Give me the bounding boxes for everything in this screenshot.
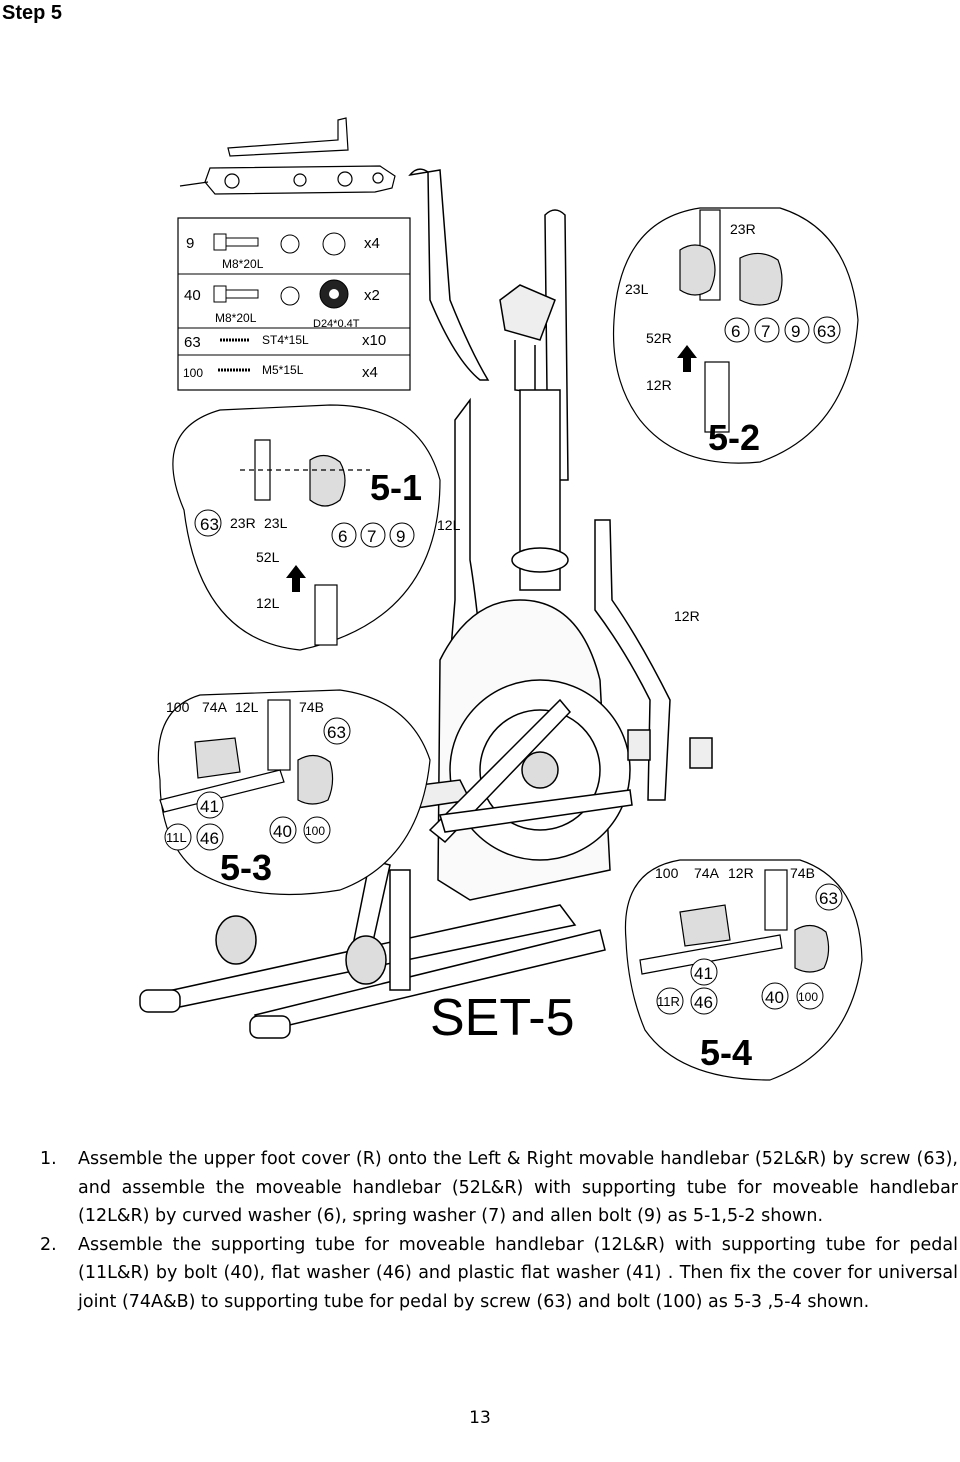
inset-5-4-label: 40 bbox=[765, 988, 784, 1007]
wrench-icon bbox=[179, 165, 396, 195]
inset-5-2-label: 63 bbox=[817, 322, 836, 341]
part-spec-100: M5*15L bbox=[262, 363, 304, 377]
part-num-40: 40 bbox=[184, 287, 201, 304]
part-spec-40: M8*20L bbox=[215, 311, 257, 325]
inset-5-4: 5-4 100 74A 12R 74B 63 41 11R 46 40 100 bbox=[624, 859, 863, 1081]
instruction-item-1: 1. Assemble the upper foot cover (R) ont… bbox=[40, 1145, 958, 1231]
inset-5-3-label: 63 bbox=[327, 723, 346, 742]
instruction-text: Assemble the supporting tube for moveabl… bbox=[78, 1234, 958, 1312]
part-qty-9: x4 bbox=[364, 235, 380, 252]
bolt-9-icon bbox=[213, 233, 259, 251]
inset-5-1-label: 52L bbox=[256, 549, 280, 565]
elliptical-machine-drawing bbox=[139, 168, 713, 1039]
bolt-40-icon bbox=[213, 285, 259, 303]
part-num-100: 100 bbox=[183, 366, 203, 380]
inset-5-3-label: 74B bbox=[299, 699, 324, 715]
inset-5-1-label: 9 bbox=[396, 527, 405, 546]
inset-5-3-label: 74A bbox=[202, 699, 228, 715]
part-spec-9: M8*20L bbox=[222, 257, 264, 271]
hex-key-icon bbox=[227, 117, 349, 157]
part-qty-40: x2 bbox=[364, 287, 380, 304]
instruction-number: 2. bbox=[40, 1234, 57, 1255]
inset-5-2-label: 7 bbox=[761, 322, 770, 341]
inset-5-4-label: 41 bbox=[694, 964, 713, 983]
up-arrow-icon bbox=[286, 565, 306, 592]
instruction-number: 1. bbox=[40, 1149, 57, 1169]
inset-5-2-label: 23R bbox=[730, 221, 756, 237]
inset-5-2-title: 5-2 bbox=[708, 417, 760, 458]
main-label-12r: 12R bbox=[674, 608, 700, 624]
inset-5-1-label: 23R bbox=[230, 515, 256, 531]
inset-5-2-label: 52R bbox=[646, 330, 672, 346]
inset-5-4-title: 5-4 bbox=[700, 1032, 752, 1073]
inset-5-3-label: 40 bbox=[273, 822, 292, 841]
inset-5-1-label: 12L bbox=[256, 595, 280, 611]
inset-5-4-label: 63 bbox=[819, 889, 838, 908]
inset-5-2-label: 9 bbox=[791, 322, 800, 341]
inset-5-1: 5-1 63 23R 23L 52L 6 7 9 12L bbox=[172, 404, 441, 651]
part-qty-63: x10 bbox=[362, 332, 386, 349]
inset-5-3: 5-3 100 74A 12L 74B 63 41 11L 46 40 100 bbox=[157, 689, 431, 896]
part-spec-63: ST4*15L bbox=[262, 333, 309, 347]
inset-5-1-label: 6 bbox=[338, 527, 347, 546]
inset-5-4-label: 74A bbox=[694, 865, 720, 881]
inset-5-3-label: 11L bbox=[166, 830, 187, 845]
inset-5-4-label: 100 bbox=[655, 865, 679, 881]
inset-5-4-label: 46 bbox=[694, 993, 713, 1012]
set-label: SET-5 bbox=[430, 989, 575, 1047]
inset-5-2-label: 23L bbox=[625, 281, 649, 297]
inset-5-3-title: 5-3 bbox=[220, 847, 272, 888]
instruction-text: Assemble the upper foot cover (R) onto t… bbox=[78, 1149, 958, 1226]
inset-5-3-label: 46 bbox=[200, 829, 219, 848]
up-arrow-icon bbox=[677, 345, 697, 372]
instructions: 1. Assemble the upper foot cover (R) ont… bbox=[40, 1145, 958, 1316]
curved-washer-icon bbox=[280, 234, 300, 254]
inset-5-3-label: 100 bbox=[166, 699, 190, 715]
inset-5-3-label: 41 bbox=[200, 797, 219, 816]
inset-5-4-label: 12R bbox=[728, 865, 754, 881]
inset-5-4-label: 100 bbox=[798, 990, 818, 1004]
inset-5-2: 5-2 23R 23L 52R 6 7 9 63 12R bbox=[612, 207, 859, 464]
inset-5-1-title: 5-1 bbox=[370, 467, 422, 508]
inset-5-3-label: 12L bbox=[235, 699, 259, 715]
part-num-9: 9 bbox=[186, 235, 194, 252]
inset-5-4-label: 74B bbox=[790, 865, 815, 881]
spring-washer-icon bbox=[322, 232, 346, 256]
assembly-diagram: 9 M8*20L x4 40 M8*20L D24*0.4T x2 63 ST4… bbox=[139, 117, 863, 1081]
inset-5-1-label: 63 bbox=[200, 515, 219, 534]
inset-5-1-label: 7 bbox=[367, 527, 376, 546]
washer-spec: D24*0.4T bbox=[313, 318, 360, 330]
inset-5-2-label: 6 bbox=[731, 322, 740, 341]
main-label-12l: 12L bbox=[437, 517, 461, 533]
inset-5-2-label: 12R bbox=[646, 377, 672, 393]
page-number: 13 bbox=[469, 1408, 491, 1428]
flat-washer-icon bbox=[280, 286, 300, 306]
part-num-63: 63 bbox=[184, 334, 201, 351]
inset-5-4-label: 11R bbox=[657, 994, 680, 1009]
step-title: Step 5 bbox=[2, 2, 63, 24]
inset-5-1-label: 23L bbox=[264, 515, 288, 531]
part-qty-100: x4 bbox=[362, 364, 378, 381]
inset-5-3-label: 100 bbox=[305, 824, 325, 838]
parts-box: 9 M8*20L x4 40 M8*20L D24*0.4T x2 63 ST4… bbox=[177, 217, 411, 391]
instruction-item-2: 2. Assemble the supporting tube for move… bbox=[40, 1231, 958, 1317]
